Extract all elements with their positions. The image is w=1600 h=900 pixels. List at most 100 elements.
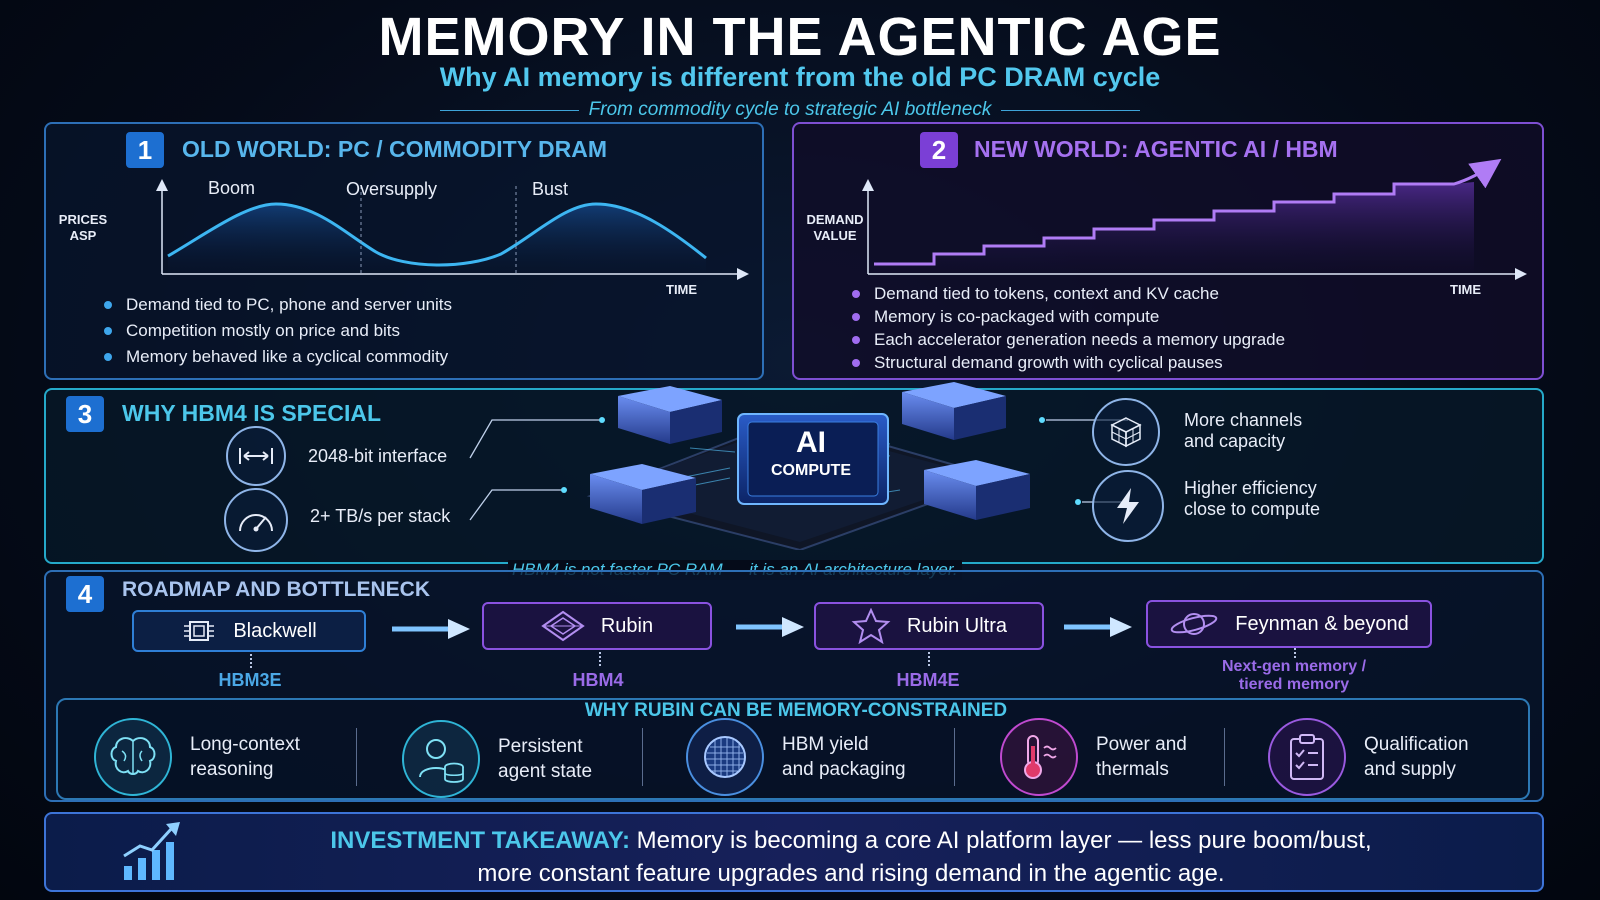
hbm-stack-top-right bbox=[902, 382, 1006, 440]
constraint-agent-state: Persistent agent state bbox=[402, 720, 592, 798]
bullet-dot bbox=[852, 312, 860, 321]
tagline-row: From commodity cycle to strategic AI bot… bbox=[440, 98, 1140, 122]
constraint-label: Power and thermals bbox=[1096, 734, 1187, 780]
feature-interface: 2048-bit interface bbox=[308, 446, 448, 466]
panel-hbm4: 3 WHY HBM4 IS SPECIAL 2048-bit interface… bbox=[44, 382, 1544, 564]
divider bbox=[954, 728, 955, 786]
hbm-stack-bottom-right bbox=[924, 460, 1030, 520]
hbm-stack-top-left bbox=[618, 386, 722, 444]
stage-connector bbox=[599, 652, 601, 666]
panel-title: NEW WORLD: AGENTIC AI / HBM bbox=[974, 136, 1338, 162]
speedometer-icon bbox=[224, 488, 288, 552]
divider bbox=[356, 728, 357, 786]
ai-compute-chip-illustration bbox=[586, 382, 1030, 550]
page-title: MEMORY IN THE AGENTIC AGE bbox=[378, 7, 1222, 67]
stage-memory-hbm4: HBM4 bbox=[572, 670, 624, 690]
tagline-rule-right bbox=[1001, 109, 1140, 111]
constraint-power-thermals: Power and thermals bbox=[1000, 718, 1187, 796]
cycle-line bbox=[167, 202, 707, 267]
y-axis-label: DEMAND VALUE bbox=[806, 212, 864, 243]
feature-bandwidth: 2+ TB/s per stack bbox=[310, 506, 451, 526]
list-item: Demand tied to PC, phone and server unit… bbox=[104, 292, 452, 318]
phase-oversupply: Oversupply bbox=[346, 179, 438, 199]
diamond-icon bbox=[541, 610, 585, 642]
stage-connector bbox=[250, 654, 252, 668]
thermometer-icon bbox=[1000, 718, 1078, 796]
panel-title: ROADMAP AND BOTTLENECK bbox=[122, 578, 430, 601]
roadmap-stage-feynman[interactable]: Feynman & beyond bbox=[1146, 600, 1432, 648]
panel-number: 4 bbox=[66, 576, 104, 612]
constraint-label: Persistent agent state bbox=[498, 736, 593, 782]
panel-roadmap: 4 ROADMAP AND BOTTLENECK Blackwell HBM3E… bbox=[44, 570, 1544, 802]
divider bbox=[1224, 728, 1225, 786]
stage-name: Blackwell bbox=[233, 619, 317, 642]
stage-memory-hbm4e: HBM4E bbox=[896, 670, 960, 690]
constraints-title: WHY RUBIN CAN BE MEMORY-CONSTRAINED bbox=[584, 700, 1008, 721]
bullet-list: Demand tied to tokens, context and KV ca… bbox=[852, 282, 1285, 374]
constraint-label: Long-context reasoning bbox=[190, 734, 300, 780]
panel-number: 1 bbox=[126, 132, 164, 168]
takeaway-text: INVESTMENT TAKEAWAY: Memory is becoming … bbox=[206, 824, 1496, 890]
feature-efficiency: Higher efficiency close to compute bbox=[1184, 478, 1321, 519]
roadmap-stage-rubin-ultra[interactable]: Rubin Ultra bbox=[814, 602, 1044, 650]
cycle-area bbox=[168, 204, 706, 274]
stage-connector bbox=[1294, 648, 1296, 658]
constraint-label: Qualification and supply bbox=[1364, 734, 1469, 780]
connector-lines-left bbox=[469, 417, 605, 521]
tagline: From commodity cycle to strategic AI bot… bbox=[588, 99, 992, 120]
stage-memory-next-gen: Next-gen memory / tiered memory bbox=[1221, 658, 1367, 693]
memory-cube-icon bbox=[1092, 398, 1160, 466]
bullet-dot bbox=[852, 358, 860, 367]
bullet-list: Demand tied to PC, phone and server unit… bbox=[104, 292, 452, 370]
list-item: Competition mostly on price and bits bbox=[104, 318, 452, 344]
tagline-rule-left bbox=[440, 109, 579, 111]
constraint-label: HBM yield and packaging bbox=[782, 734, 906, 780]
wafer-icon bbox=[686, 718, 764, 796]
roadmap-stage-blackwell[interactable]: Blackwell bbox=[132, 610, 366, 652]
planet-icon bbox=[1171, 613, 1218, 635]
panel-old-world: 1 OLD WORLD: PC / COMMODITY DRAM PRICES … bbox=[44, 122, 764, 380]
panel-new-world: 2 NEW WORLD: AGENTIC AI / HBM DEMAND VAL… bbox=[792, 122, 1544, 380]
hbm-stack-bottom-left bbox=[590, 464, 696, 524]
arrow-right-icon bbox=[392, 619, 470, 639]
width-arrows-icon bbox=[226, 426, 286, 486]
bullet-dot bbox=[104, 301, 112, 309]
stage-memory-hbm3e: HBM3E bbox=[218, 670, 282, 690]
y-axis-label: PRICES ASP bbox=[58, 212, 108, 243]
stepped-demand-chart bbox=[862, 158, 1527, 280]
investment-takeaway-banner: INVESTMENT TAKEAWAY: Memory is becoming … bbox=[44, 812, 1544, 892]
constraint-qualification: Qualification and supply bbox=[1268, 718, 1469, 796]
phase-bust: Bust bbox=[532, 179, 569, 199]
bullet-dot bbox=[852, 335, 860, 344]
lightning-icon bbox=[1092, 470, 1164, 542]
star-icon bbox=[851, 608, 891, 644]
user-database-icon bbox=[402, 720, 480, 798]
demand-line bbox=[874, 158, 1502, 266]
panel-number: 2 bbox=[920, 132, 958, 168]
page-subtitle: Why AI memory is different from the old … bbox=[439, 62, 1161, 92]
clipboard-icon bbox=[1268, 718, 1346, 796]
stage-name: Rubin bbox=[600, 614, 654, 637]
brain-icon bbox=[94, 718, 172, 796]
constraint-long-context: Long-context reasoning bbox=[94, 718, 300, 796]
stage-name: Feynman & beyond bbox=[1235, 612, 1409, 635]
roadmap-stage-rubin[interactable]: Rubin bbox=[482, 602, 712, 650]
bullet-dot bbox=[852, 289, 860, 298]
takeaway-line2: more constant feature upgrades and risin… bbox=[477, 860, 1225, 887]
stage-name: Rubin Ultra bbox=[906, 614, 1008, 637]
takeaway-line1: Memory is becoming a core AI platform la… bbox=[636, 827, 1372, 854]
divider bbox=[642, 728, 643, 786]
feature-channels: More channels and capacity bbox=[1184, 410, 1303, 451]
arrow-right-icon bbox=[1064, 617, 1132, 637]
takeaway-label: INVESTMENT TAKEAWAY: bbox=[330, 827, 630, 854]
chip-icon bbox=[184, 621, 215, 641]
constraint-hbm-yield: HBM yield and packaging bbox=[686, 718, 906, 796]
phase-boom: Boom bbox=[208, 178, 256, 198]
list-item: Memory is co-packaged with compute bbox=[852, 305, 1285, 328]
list-item: Memory behaved like a cyclical commodity bbox=[104, 344, 452, 370]
growth-chart-icon bbox=[123, 822, 180, 880]
chip-label-ai: AI bbox=[796, 426, 826, 459]
panel-title: WHY HBM4 IS SPECIAL bbox=[122, 400, 381, 426]
x-axis-label: TIME bbox=[1450, 282, 1482, 297]
panel-title: OLD WORLD: PC / COMMODITY DRAM bbox=[182, 136, 608, 162]
